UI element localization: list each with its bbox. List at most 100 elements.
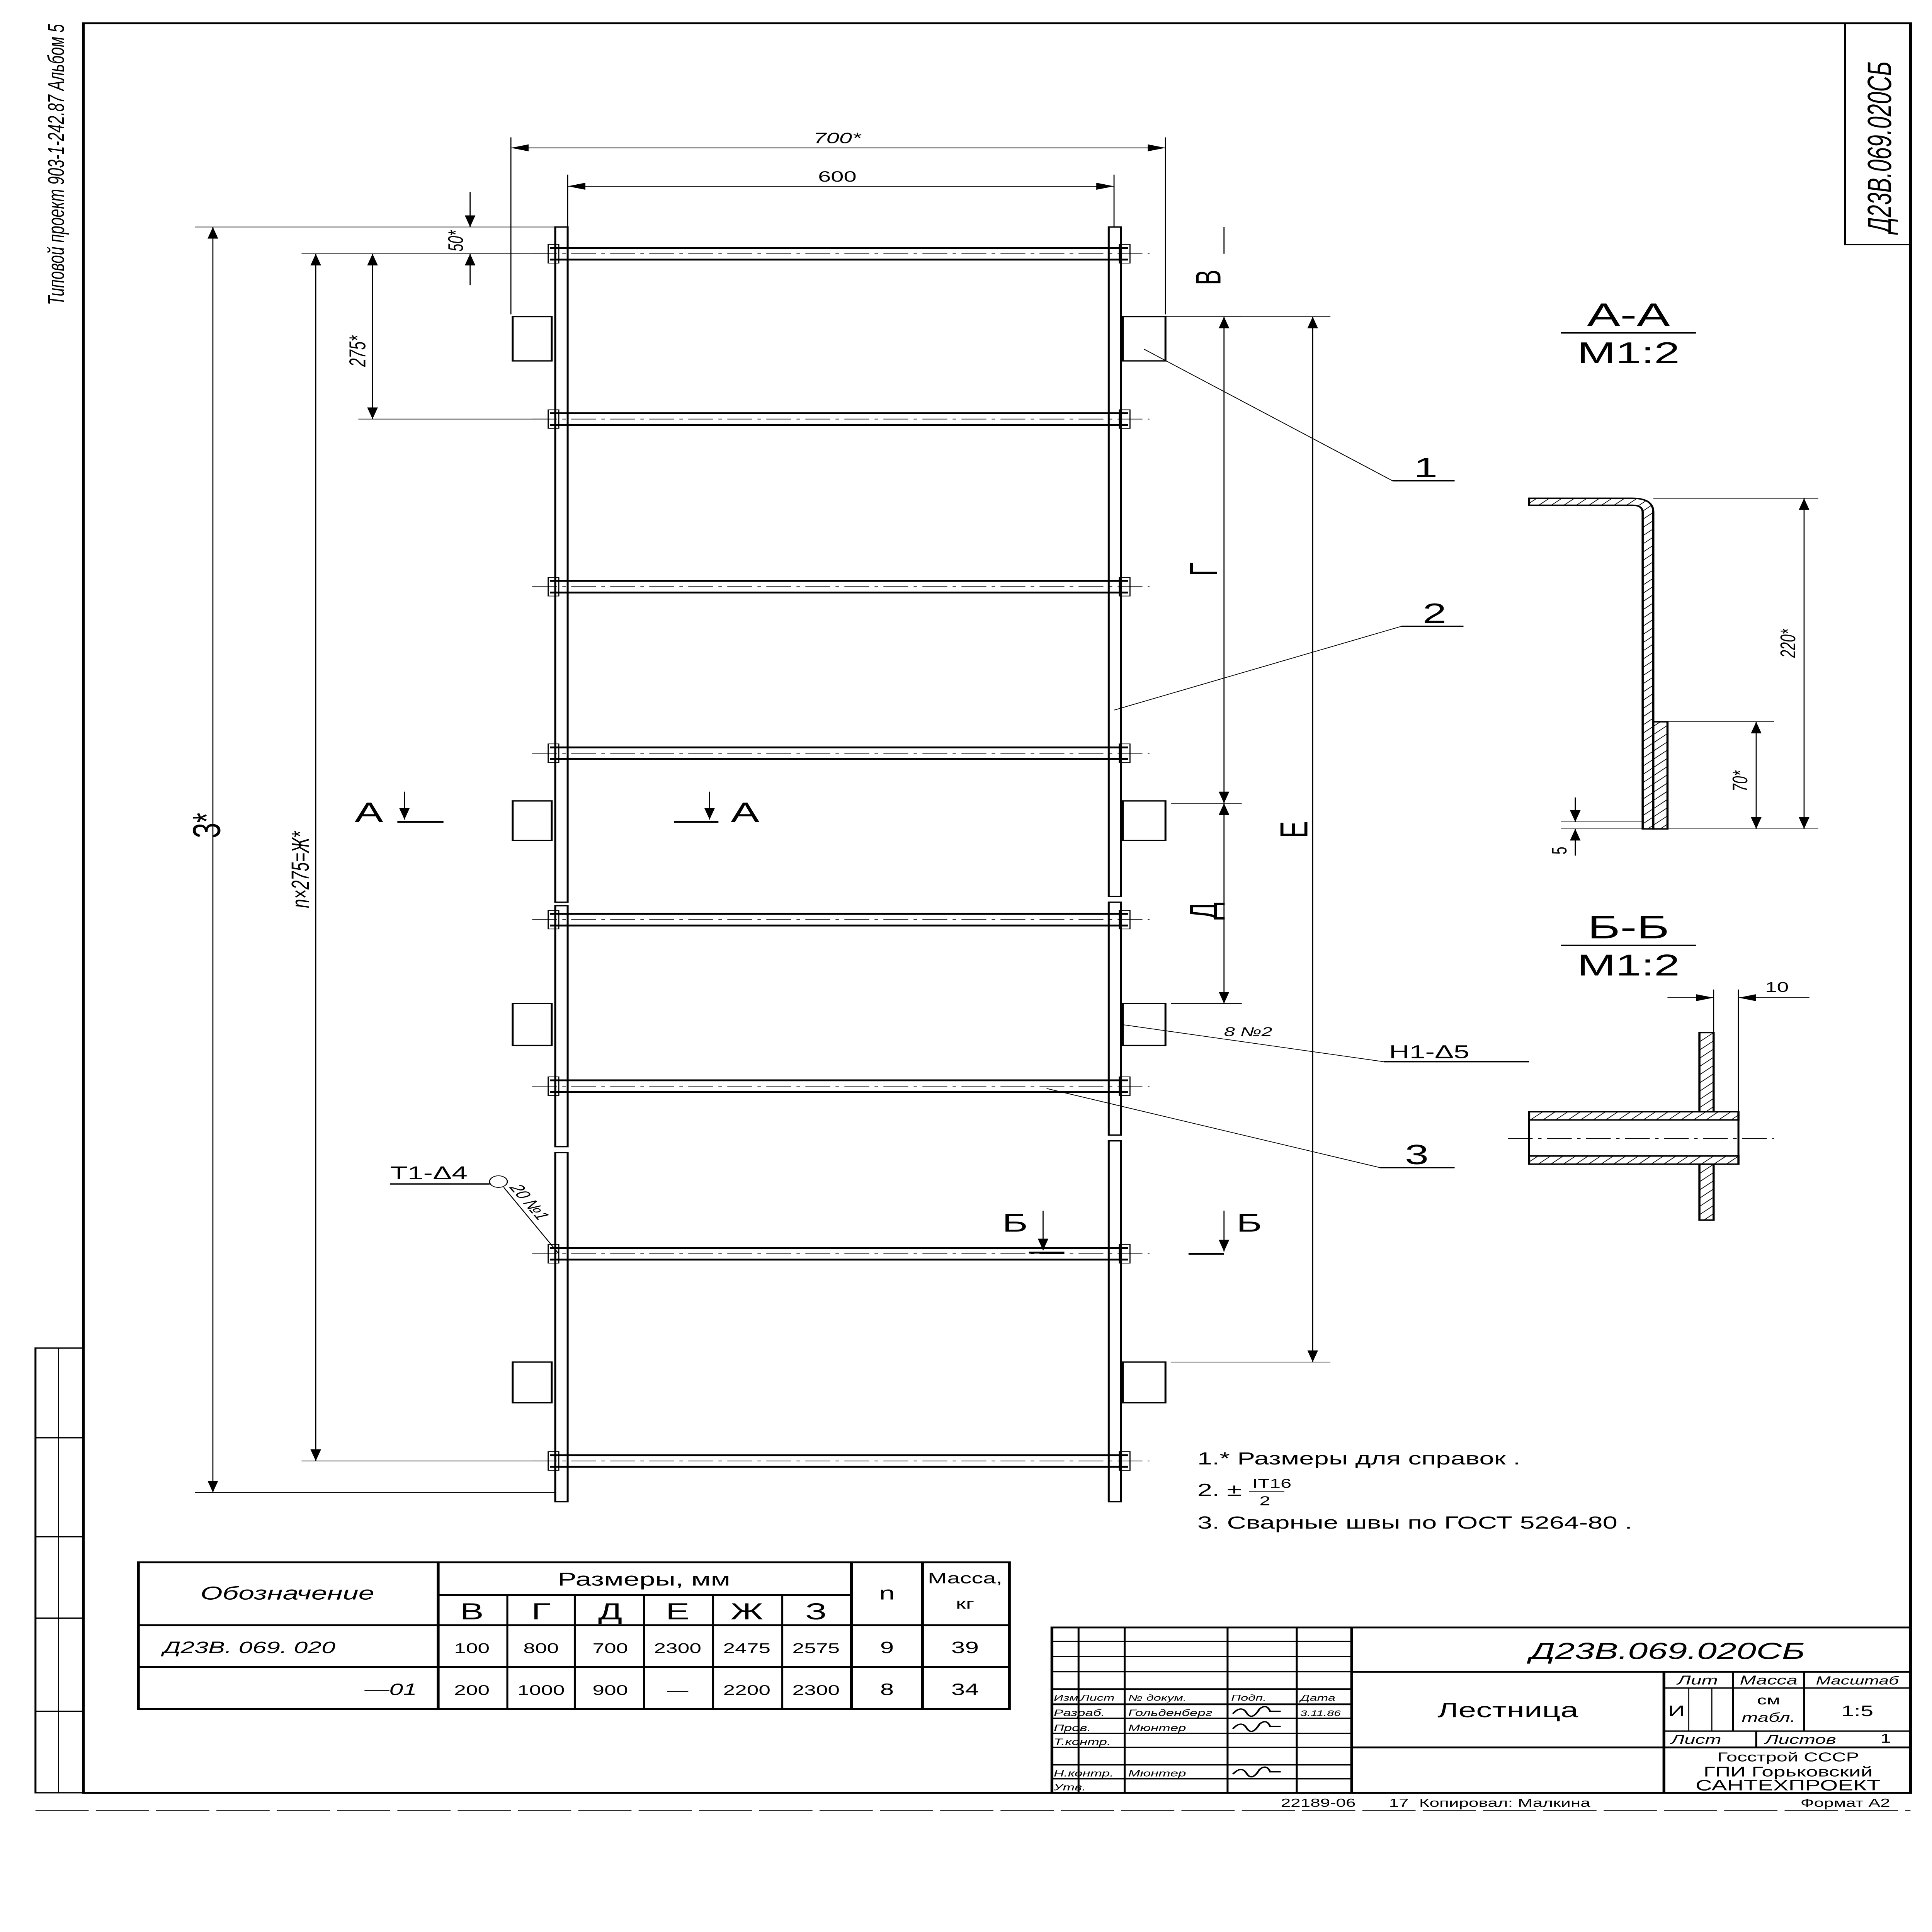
section-aa-thickness: 5: [1547, 847, 1571, 854]
ladder-rung: [532, 409, 1150, 429]
scale-label: Масштаб: [1816, 1674, 1900, 1687]
row-size-value: 900: [592, 1682, 628, 1698]
row-size-value: 2475: [723, 1641, 771, 1656]
dim-total-height: З*: [185, 813, 228, 838]
row-designation: Д23В. 069. 020: [160, 1638, 335, 1656]
weld-h1-code: Н1-Δ5: [1389, 1042, 1469, 1063]
svg-text:3: 3: [1405, 1139, 1429, 1170]
signature-row: Разраб. Гольденберг 3.11.86: [1054, 1706, 1341, 1718]
col-mass: Масса,: [928, 1570, 1002, 1587]
rev-header: Лист: [1079, 1693, 1114, 1703]
ladder-assembly: [512, 226, 1167, 1503]
section-a-a: А-А М1:2 220* 70* 5: [1528, 297, 1818, 856]
row-size-value: 2300: [793, 1682, 840, 1698]
footer-number: 22189-06: [1281, 1797, 1356, 1810]
org-line-3: САНТЕХПРОЕКТ: [1696, 1777, 1881, 1794]
right-stile: [1107, 1140, 1122, 1503]
drawing-sheet: Типовой проект 903-1-242.87 Альбом 5 Д23…: [34, 22, 1912, 1811]
note-2-numerator: IT16: [1252, 1476, 1291, 1491]
note-3: 3. Сварные швы по ГОСТ 5264-80 .: [1197, 1513, 1632, 1532]
mounting-bracket: [512, 316, 553, 362]
dim-e-label: Е: [1273, 821, 1316, 838]
mass-label: Масса: [1740, 1673, 1797, 1687]
role-label: Утв.: [1053, 1782, 1086, 1793]
ladder-rung: [532, 910, 1150, 930]
size-letter: В: [460, 1599, 484, 1624]
section-mark-a-left: А: [355, 791, 444, 828]
dim-overall-width: 700*: [814, 129, 862, 146]
left-stile: [554, 226, 569, 903]
sheet-frame: [82, 22, 1912, 1794]
signature-row: Н.контр.Мюнтер: [1054, 1766, 1281, 1779]
row-n: 8: [880, 1680, 894, 1699]
margin-text: Типовой проект 903-1-242.87 Альбом 5: [43, 24, 69, 305]
role-name: Мюнтер: [1128, 1723, 1186, 1733]
size-letter: Ж: [730, 1599, 763, 1624]
section-aa-title: А-А: [1587, 297, 1670, 333]
row-n: 9: [880, 1638, 894, 1656]
role-date: 3.11.86: [1300, 1708, 1341, 1718]
role-label: Т.контр.: [1054, 1736, 1111, 1747]
svg-text:Б: Б: [1236, 1209, 1262, 1238]
role-label: Разраб.: [1054, 1708, 1105, 1718]
title-block-code: Д23В.069.020СБ: [1526, 1638, 1805, 1664]
section-mark-a-right: А: [674, 791, 759, 828]
dim-v-label: В: [1189, 270, 1228, 285]
note-1: 1.* Размеры для справок .: [1197, 1449, 1520, 1468]
signature-mark: [1232, 1721, 1281, 1732]
rev-header: № докум.: [1128, 1693, 1187, 1703]
row-mass: 34: [951, 1680, 979, 1699]
left-stile: [554, 1152, 569, 1503]
weld-callout-t1: Т1-Δ4 20 №1: [390, 1163, 560, 1254]
org-line-1: Госстрой СССР: [1717, 1750, 1859, 1764]
section-mark-b-left: Б: [1002, 1209, 1065, 1254]
row-size-value: 200: [454, 1682, 490, 1698]
dim-top-offset: 50*: [444, 230, 468, 252]
dim-rung-span: n×275=Ж*: [286, 831, 314, 908]
weld-h1-length: 8 №2: [1224, 1025, 1272, 1039]
role-name: Гольденберг: [1128, 1708, 1213, 1718]
dim-g-label: Г: [1182, 562, 1226, 576]
svg-text:1: 1: [1414, 452, 1437, 483]
margin-stamp-strip: [34, 1347, 85, 1794]
mounting-bracket: [1122, 1003, 1167, 1046]
dim-d-label: Д: [1182, 902, 1226, 920]
sheets-value: 1: [1880, 1731, 1891, 1746]
svg-text:А: А: [355, 797, 383, 828]
lit-value: И: [1668, 1702, 1685, 1719]
ladder-rung: [532, 577, 1150, 597]
col-designation: Обозначение: [201, 1583, 374, 1604]
section-mark-b-right: Б: [1188, 1209, 1262, 1255]
signature-mark: [1232, 1706, 1281, 1717]
row-size-value: 2575: [793, 1641, 840, 1656]
dimension-pitch: 275*: [344, 253, 550, 420]
dimension-d: Д: [1171, 803, 1242, 1004]
dimension-700: 700*: [510, 129, 1166, 315]
row-size-value: 1000: [517, 1682, 565, 1698]
note-2-prefix: 2. ±: [1197, 1480, 1242, 1500]
row-size-value: —: [667, 1682, 689, 1698]
row-mass: 39: [951, 1638, 979, 1656]
rev-header: Изм.: [1054, 1693, 1082, 1703]
stamp-code-box: Д23В.069.020СБ: [1844, 22, 1912, 245]
org-line-2: ГПИ Горьковский: [1704, 1764, 1873, 1779]
dimension-600: 600: [567, 168, 1115, 227]
title-block-title: Лестница: [1437, 1698, 1578, 1722]
svg-text:А: А: [731, 797, 759, 828]
col-sizes: Размеры, мм: [558, 1569, 730, 1590]
dimension-e: Е: [1165, 316, 1331, 1362]
section-bb-scale: М1:2: [1577, 949, 1680, 982]
dimension-total-height: З*: [185, 226, 555, 1493]
ladder-rung: [532, 1451, 1150, 1471]
ladder-rung: [532, 244, 1150, 264]
dim-pitch: 275*: [344, 335, 370, 367]
sheet-label: Лист: [1670, 1733, 1721, 1747]
weld-t1-code: Т1-Δ4: [390, 1163, 468, 1184]
section-aa-height: 220*: [1776, 628, 1799, 658]
weld-callout-h1: 8 №2 Н1-Δ5: [1121, 1024, 1529, 1063]
size-letter: Е: [666, 1599, 689, 1624]
